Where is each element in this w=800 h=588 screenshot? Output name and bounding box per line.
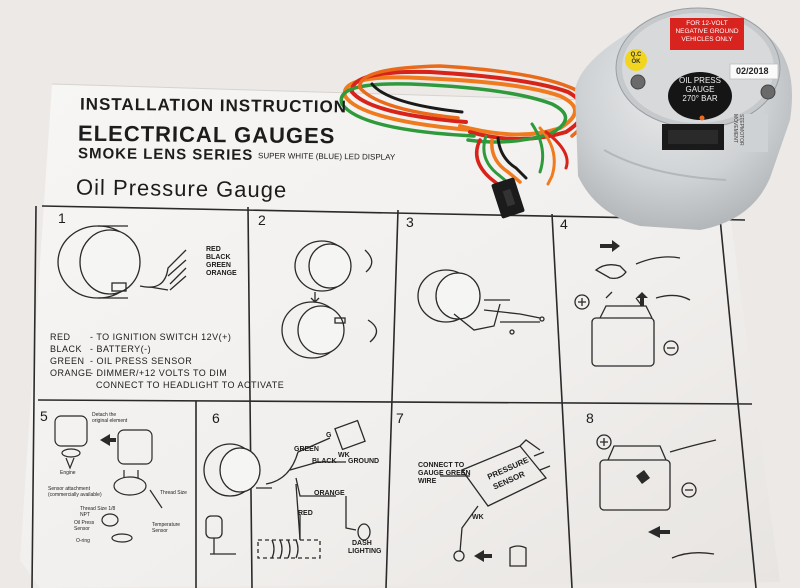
legend-green-desc: - OIL PRESS SENSOR [90, 356, 193, 366]
step-number-2: 2 [258, 212, 266, 228]
warning-line2: NEGATIVE GROUND [675, 28, 739, 35]
step5-temp-sensor-label: Temperature Sensor [152, 522, 181, 534]
step5-sensor-attach-label: Sensor attachment (commercially availabl… [48, 486, 102, 498]
step1-wire-red: RED [206, 246, 221, 253]
gauge-warning-label: FOR 12-VOLT NEGATIVE GROUND VEHICLES ONL… [670, 20, 744, 44]
step-number-1: 1 [58, 210, 66, 226]
header-line3: SMOKE LENS SERIES [77, 145, 254, 164]
legend-red-desc: - TO IGNITION SWITCH 12V(+) [90, 332, 232, 342]
step7-drawing [440, 439, 551, 567]
face-line3: 270° BAR [682, 94, 718, 103]
step-number-3: 3 [406, 214, 414, 230]
legend-green-color: GREEN [50, 356, 85, 366]
legend-red-color: RED [50, 332, 71, 342]
date-sticker: 02/2018 [736, 66, 769, 76]
step5-thread-b-label: Thread Size [160, 490, 187, 496]
legend-extra: CONNECT TO HEADLIGHT TO ACTIVATE [96, 380, 285, 390]
header-line3-sub: SUPER WHITE (BLUE) LED DISPLAY [257, 151, 396, 162]
step6-lighting-label: LIGHTING [348, 548, 382, 555]
step6-orange-label: ORANGE [314, 490, 345, 497]
step3-drawing [417, 269, 545, 335]
warning-line3: VEHICLES ONLY [681, 36, 733, 43]
step6-black-label: BLACK [312, 458, 337, 465]
step6-g-label: G [326, 432, 332, 439]
step5-drawing [54, 415, 163, 543]
step7-connect-line1: CONNECT TO [418, 462, 465, 469]
step-number-7: 7 [396, 410, 404, 426]
qc-line1: Q.C [630, 52, 642, 58]
step5-detach-label: Detach the original element [92, 412, 128, 424]
step6-red-label: RED [298, 510, 313, 517]
step6-green-label: GREEN [294, 446, 319, 453]
step5-engine-label: Engine [60, 470, 76, 476]
legend-orange-desc: - DIMMER/+12 VOLTS TO DIM [90, 368, 228, 378]
step1-drawing [57, 225, 187, 299]
step7-connect-line2: GAUGE GREEN [418, 470, 471, 477]
step1-wire-green: GREEN [206, 262, 231, 269]
qc-sticker: Q.C OK [625, 52, 647, 66]
sheet-title: Oil Pressure Gauge [75, 174, 288, 203]
step8-drawing [596, 434, 717, 559]
step6-ground-label: GROUND [348, 458, 380, 465]
step1-wire-orange: ORANGE [206, 270, 237, 277]
step7-connect-line3: WIRE [418, 478, 437, 485]
step6-drawing [203, 419, 371, 559]
step-number-6: 6 [212, 410, 220, 426]
step7-wk-label: WK [472, 514, 484, 521]
warning-line1: FOR 12-VOLT [686, 20, 728, 27]
face-line1: OIL PRESS [679, 76, 721, 85]
gauge-face-text: OIL PRESS GAUGE 270° BAR [668, 76, 732, 103]
step6-wk-label: WK [338, 452, 350, 459]
legend-black-color: BLACK [50, 344, 83, 354]
step2-drawing [281, 240, 378, 359]
legend-black-desc: - BATTERY(-) [90, 344, 152, 354]
gauge-side-text: STEPMOTOR MOVEMENT [732, 114, 744, 146]
header-line1: INSTALLATION INSTRUCTION [79, 94, 348, 117]
step5-oil-sensor-label: Oil Press Sensor [74, 520, 95, 532]
step-number-5: 5 [40, 408, 48, 424]
step6-dash-label: DASH [352, 540, 372, 547]
legend-orange-color: ORANGE [50, 368, 93, 378]
step-number-4: 4 [560, 216, 568, 232]
step1-wire-black: BLACK [206, 254, 231, 261]
qc-line2: OK [631, 59, 641, 65]
step-number-8: 8 [586, 410, 594, 426]
step5-thread-a-label: Thread Size 1/8 NPT [80, 506, 116, 518]
face-line2: GAUGE [685, 85, 715, 94]
oil-pressure-gauge [575, 7, 792, 230]
step5-oring-label: O-ring [76, 538, 90, 544]
